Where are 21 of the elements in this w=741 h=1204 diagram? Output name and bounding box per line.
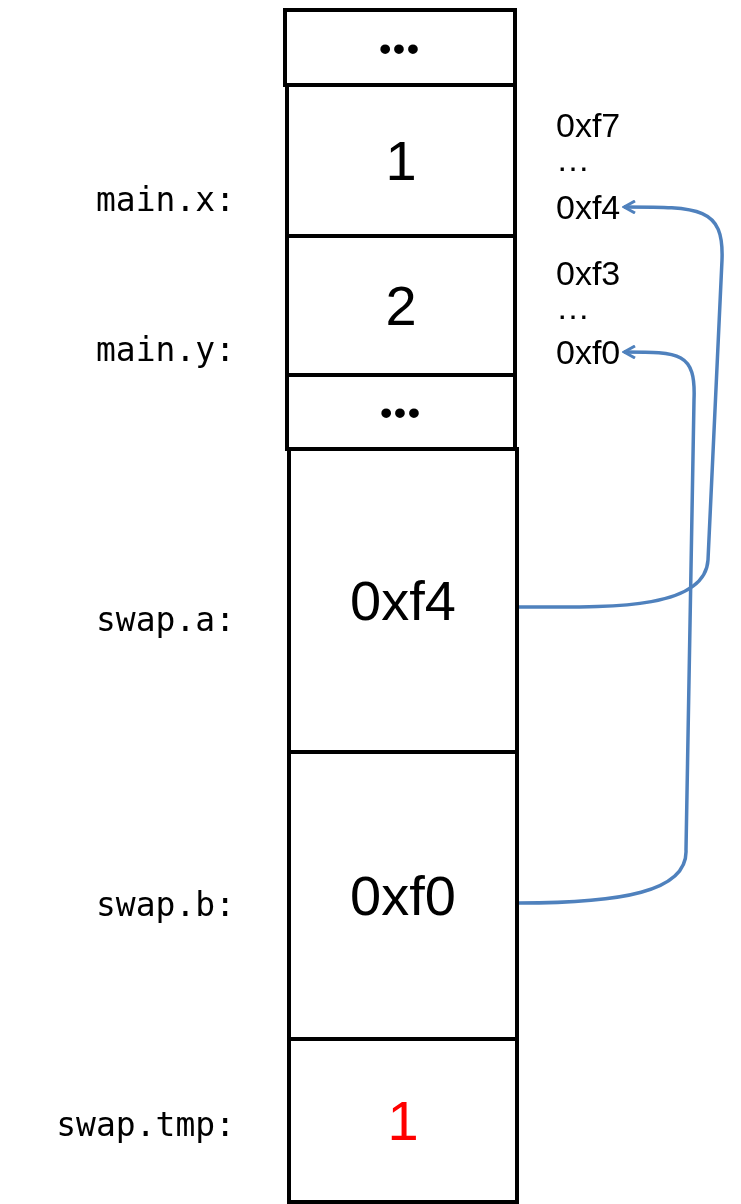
- cell-value: 0xf0: [350, 867, 456, 924]
- pointer-arrow: [519, 199, 724, 609]
- ellipsis-dots: •••: [379, 30, 421, 65]
- memory-cell: [283, 8, 517, 87]
- cell-value: 1: [385, 132, 417, 189]
- variable-label: swap.a:: [94, 600, 235, 640]
- ellipsis: …: [556, 142, 590, 176]
- ellipsis: …: [556, 290, 590, 324]
- cell-value: 2: [385, 277, 417, 334]
- address-label: 0xf7: [556, 108, 621, 142]
- ellipsis-dots: •••: [380, 395, 422, 429]
- variable-label: swap.tmp:: [55, 1105, 235, 1145]
- variable-label: main.x:: [94, 180, 235, 220]
- cell-value: 0xf4: [350, 572, 456, 629]
- variable-label: swap.b:: [94, 885, 235, 925]
- variable-label: main.y:: [94, 330, 235, 370]
- pointer-arrow: [519, 344, 696, 905]
- address-label: 0xf4: [556, 190, 621, 224]
- address-label: 0xf3: [556, 256, 621, 290]
- cell-value: 1: [387, 1092, 419, 1149]
- address-label: 0xf0: [556, 335, 621, 369]
